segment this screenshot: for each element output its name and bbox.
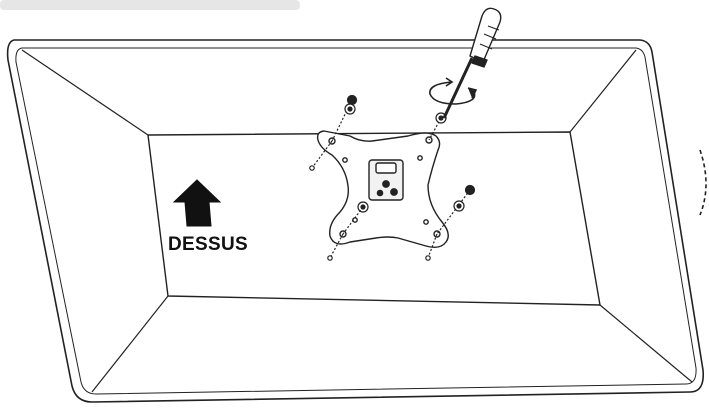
guide-point-bottom-right [425, 255, 431, 261]
plate-hole-inner-br [423, 219, 429, 225]
dashed-detail-curve [699, 149, 707, 216]
guide-point-left [309, 165, 315, 171]
top-orientation-label: DESSUS [168, 234, 248, 255]
bevel-bottom-right [599, 304, 693, 383]
mounting-screws [309, 94, 476, 261]
plate-hole-inner-tl [342, 157, 348, 163]
bevel-top-right [569, 49, 637, 133]
mount-center-hole-c [376, 189, 384, 197]
screw-icon [331, 94, 358, 142]
screw-icon [436, 184, 476, 235]
panel-inner-rim [15, 47, 697, 395]
screw-icon [428, 112, 447, 141]
guide-point-bottom-left [327, 255, 333, 261]
vesa-mount-plate [316, 130, 449, 249]
mount-center-hole-a [382, 180, 390, 188]
bevel-top-left [21, 49, 149, 136]
top-tab-fragment [0, 0, 300, 10]
rotate-clockwise-icon [429, 77, 478, 105]
screwdriver-icon [442, 7, 502, 119]
mount-center-tab [375, 162, 397, 174]
up-arrow-icon [172, 179, 222, 227]
screw-icon [342, 201, 369, 235]
plate-hole-inner-tr [417, 155, 423, 161]
mount-center-hole-b [390, 188, 398, 196]
bevel-bottom-left [91, 295, 169, 393]
